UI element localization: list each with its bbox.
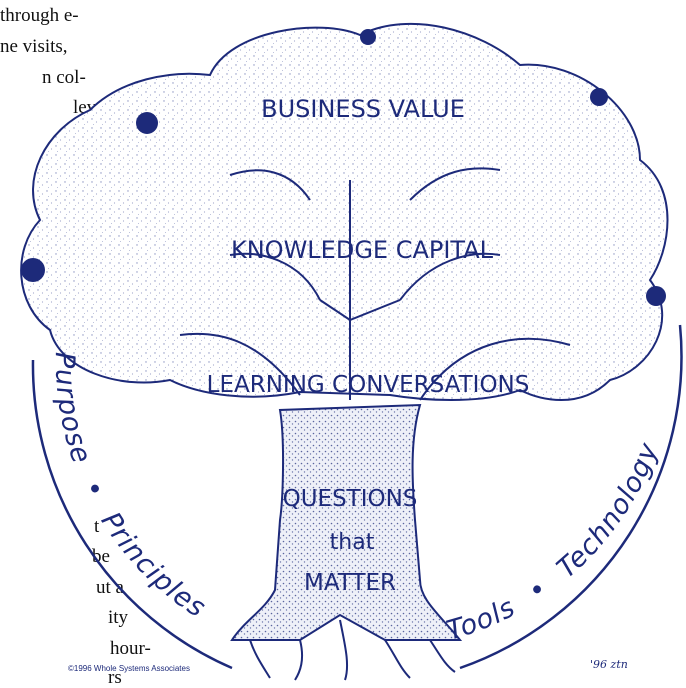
page-text-fragment: rs <box>108 667 122 688</box>
page-text-fragment: ne visits, <box>0 36 68 57</box>
ring-text-left: Purpose • Principles <box>49 352 212 624</box>
fruit-markers <box>21 29 666 306</box>
page-text-fragment: n col- <box>42 67 86 88</box>
page-text-fragment: ut a <box>96 577 124 598</box>
fruit-icon <box>136 112 158 134</box>
fruit-icon <box>590 88 608 106</box>
artist-signature: '96 ztn <box>590 658 628 671</box>
outer-ring <box>31 324 683 670</box>
tree-crown <box>20 22 669 401</box>
page-text-fragment: through e- <box>0 5 79 26</box>
page-text-fragment: ity <box>108 607 129 628</box>
label-knowledge-capital: KNOWLEDGE CAPITAL <box>231 236 494 264</box>
copyright-notice: ©1996 Whole Systems Associates <box>68 664 190 673</box>
fruit-icon <box>360 29 376 45</box>
label-questions: QUESTIONS <box>283 486 418 512</box>
page-text-fragment: hour- <box>110 638 151 659</box>
ring-word-tools: Tools <box>443 592 520 647</box>
tree-trunk <box>179 167 571 681</box>
ring-word-principles: Principles <box>95 507 212 624</box>
fruit-icon <box>21 258 45 282</box>
label-that: that <box>330 530 375 555</box>
label-learning-conversations: LEARNING CONVERSATIONS <box>207 372 530 398</box>
label-matter: MATTER <box>304 570 396 596</box>
fruit-icon <box>646 286 666 306</box>
page-text-fragment: t <box>94 516 100 537</box>
label-business-value: BUSINESS VALUE <box>261 95 465 123</box>
